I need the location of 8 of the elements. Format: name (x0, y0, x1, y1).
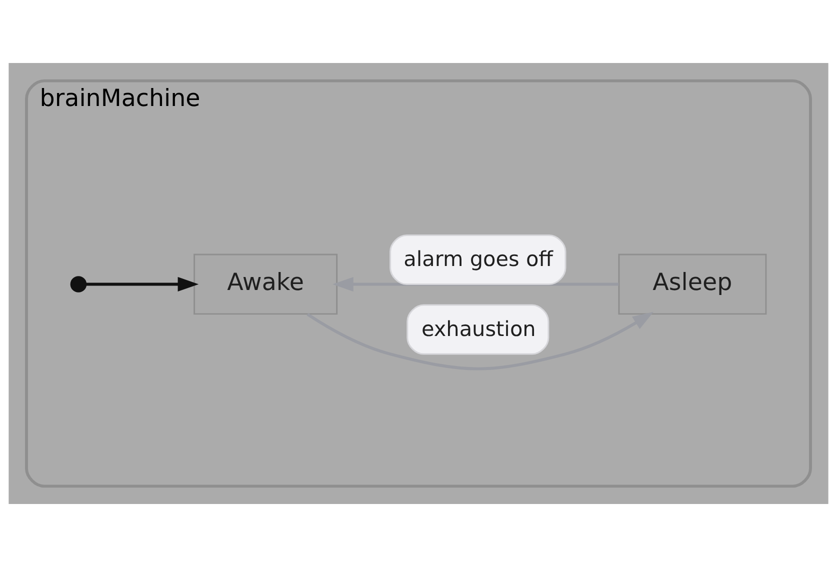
node-box: Asleep (618, 254, 767, 315)
edge-label: exhaustion (421, 316, 536, 341)
node-box: Awake (194, 254, 338, 315)
arrow (86, 276, 199, 292)
node-circle (70, 276, 87, 292)
edge-label: alarm goes off (404, 246, 553, 271)
arrow (306, 312, 654, 370)
arrow (332, 276, 619, 292)
